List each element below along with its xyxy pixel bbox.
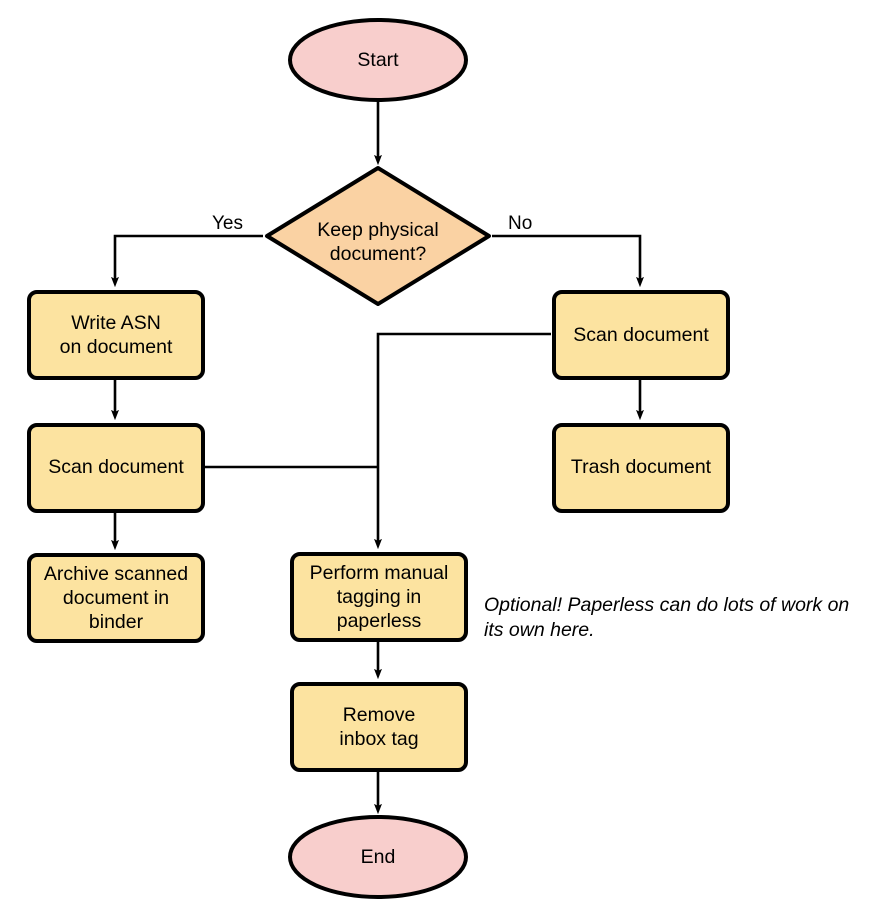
node-archive-scanned-document[interactable]: Archive scanned document in binder — [27, 553, 205, 643]
scan-document-right-label: Scan document — [573, 324, 709, 346]
scan-document-left-label: Scan document — [48, 456, 184, 478]
node-end[interactable]: End — [288, 815, 468, 899]
write-asn-label-line-2: on document — [60, 336, 173, 358]
trash-document-label: Trash document — [571, 456, 712, 478]
remove-inbox-tag-box-shape — [290, 682, 468, 772]
trash-document-box-shape — [552, 423, 730, 513]
edge-scan-right-to-tagging — [378, 332, 551, 544]
tagging-label-line-2: tagging in — [337, 586, 422, 608]
tagging-label-line-1: Perform manual — [310, 562, 449, 584]
end-ellipse-shape — [288, 815, 468, 899]
archive-box-shape — [27, 553, 205, 643]
node-write-asn-on-document[interactable]: Write ASN on document — [27, 290, 205, 380]
tagging-box-shape — [290, 552, 468, 642]
edge-decision-to-scan-right — [492, 234, 640, 282]
node-decision-keep-physical-document[interactable]: Keep physical document? — [265, 166, 491, 306]
remove-inbox-tag-label-line-2: inbox tag — [339, 728, 418, 750]
note-line-1: Optional! Paperless can do lots of work … — [484, 594, 849, 616]
node-scan-document-right[interactable]: Scan document — [552, 290, 730, 380]
node-start[interactable]: Start — [288, 18, 468, 102]
node-perform-manual-tagging[interactable]: Perform manual tagging in paperless — [290, 552, 468, 642]
archive-label-line-2: document in — [63, 587, 169, 609]
archive-label-line-3: binder — [89, 611, 144, 633]
write-asn-box-shape — [27, 290, 205, 380]
node-remove-inbox-tag[interactable]: Remove inbox tag — [290, 682, 468, 772]
tagging-label-line-3: paperless — [337, 610, 422, 632]
node-trash-document[interactable]: Trash document — [552, 423, 730, 513]
start-ellipse-shape — [288, 18, 468, 102]
scan-document-left-box-shape — [27, 423, 205, 513]
edge-label-no: No — [508, 213, 532, 234]
edge-label-yes: Yes — [212, 213, 243, 234]
decision-diamond-shape — [265, 166, 491, 306]
decision-label-line-1: Keep physical — [317, 219, 438, 241]
write-asn-label-line-1: Write ASN — [71, 312, 161, 334]
scan-document-right-box-shape — [552, 290, 730, 380]
note-line-2: its own here. — [484, 619, 595, 641]
note-optional-paperless: Optional! Paperless can do lots of work … — [484, 594, 849, 641]
decision-label-line-2: document? — [330, 243, 427, 265]
node-scan-document-left[interactable]: Scan document — [27, 423, 205, 513]
edge-decision-to-write-asn — [115, 234, 263, 282]
remove-inbox-tag-label-line-1: Remove — [343, 704, 416, 726]
end-label: End — [361, 846, 396, 868]
connector-layer — [115, 101, 640, 809]
archive-label-line-1: Archive scanned — [44, 563, 188, 585]
start-label: Start — [357, 49, 399, 71]
